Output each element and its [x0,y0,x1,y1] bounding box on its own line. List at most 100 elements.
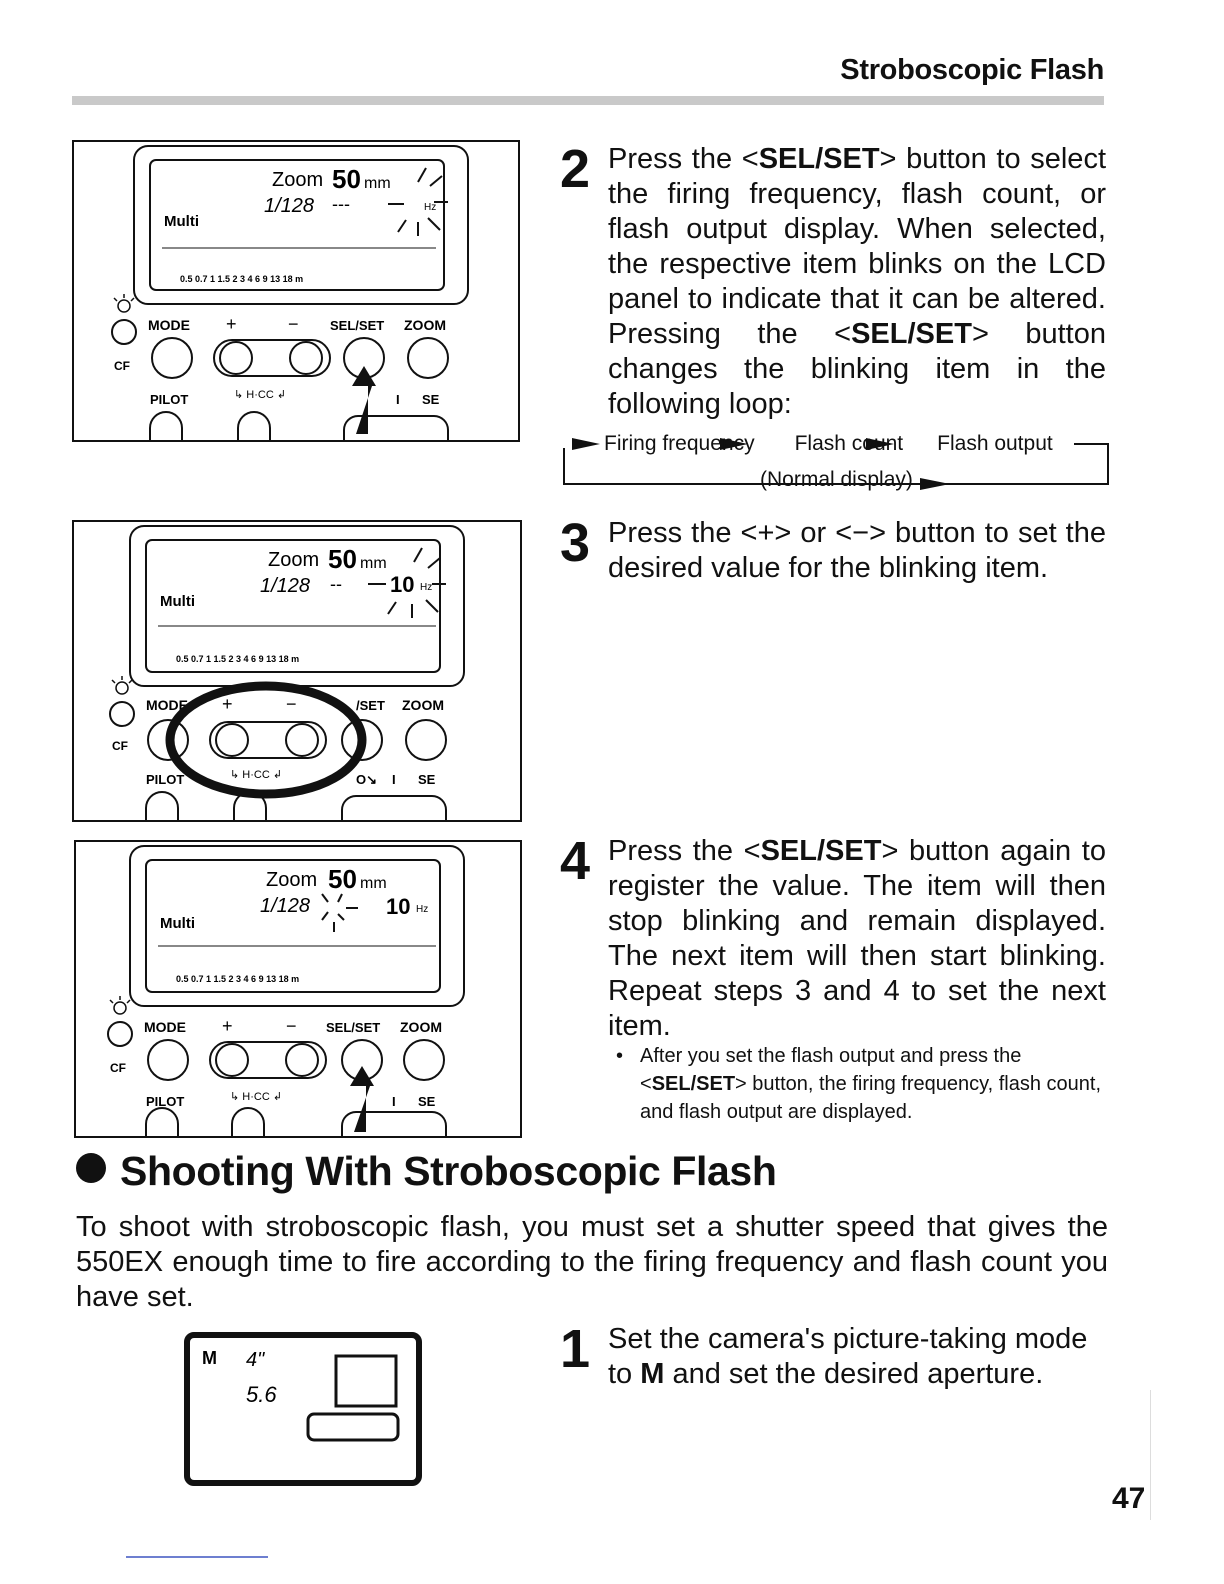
pilot-button[interactable] [145,1107,179,1136]
mode-button-label: MODE [148,317,190,333]
selset-button-label: SEL/SET [326,1020,380,1035]
lcd-distance-scale: 0.5 0.7 1 1.5 2 3 4 6 9 13 18 m [176,654,299,664]
blink-indicator [388,167,448,236]
flash-panel-2: Zoom 50 mm 1/128 -- 10 Hz Multi 0.5 0.7 … [72,520,522,822]
step-text: Press the <SEL/SET> button to select the… [608,143,1106,420]
power-switch[interactable] [343,415,449,440]
focus-assist-icon [111,676,133,695]
section-intro: To shoot with stroboscopic flash, you mu… [76,1211,1108,1313]
step-number: 3 [560,513,591,573]
high-speed-icon: ↳ H·CC ↲ [230,1091,282,1103]
viewfinder-display: M 4" 5.6 [184,1332,422,1486]
minus-button-label: − [286,1016,297,1036]
zoom-button[interactable] [405,719,447,761]
vf-aperture: 5.6 [246,1382,277,1407]
lcd-mode-label: Multi [164,213,199,230]
zoom-button-label: ZOOM [402,697,444,713]
pilot-button[interactable] [145,791,179,820]
vf-af-frame [334,1354,398,1408]
pilot-label: PILOT [146,1094,184,1109]
save-energy-label: SE [422,392,440,407]
plus-button[interactable] [215,723,249,757]
minus-button[interactable] [289,341,323,375]
mode-button[interactable] [151,337,193,379]
lcd-zoom-unit: mm [364,175,391,192]
plus-minus-rocker[interactable] [209,1041,327,1079]
save-energy-label: SE [418,1094,436,1109]
loop-normal-display: (Normal display) [760,468,913,491]
header-rule [72,96,1104,105]
cf-indicator [107,1021,133,1047]
lcd-distance-scale: 0.5 0.7 1 1.5 2 3 4 6 9 13 18 m [180,274,303,284]
plus-button-label: + [222,1016,233,1036]
blink-indicator [368,547,446,618]
power-on-label: I [396,392,400,407]
mode-button[interactable] [147,1039,189,1081]
bullet-dot-icon [76,1153,106,1183]
step-text: Press the <+> or <−> button to set the d… [608,517,1106,584]
lcd-ratio: 1/128 [260,895,310,917]
step-4-note: • After you set the flash output and pre… [616,1042,1108,1126]
pilot-label: PILOT [146,772,184,787]
power-switch[interactable] [341,795,447,820]
plus-button[interactable] [219,341,253,375]
lcd-zoom-label: Zoom [268,549,319,571]
running-header: Stroboscopic Flash [840,54,1104,86]
step-text: Press the <SEL/SET> button again to regi… [608,835,1106,1042]
blink-indicator [321,893,358,932]
high-speed-icon: ↳ H·CC ↲ [234,389,286,401]
lcd-zoom-label: Zoom [266,869,317,891]
step-text: Set the camera's picture-taking mode to … [608,1323,1088,1390]
lcd-zoom-unit: mm [360,555,387,572]
lcd-hz-unit: Hz [420,582,432,593]
zoom-button-label: ZOOM [404,317,446,333]
high-speed-icon: ↳ H·CC ↲ [230,769,282,781]
lcd-zoom-value: 50 [328,544,357,574]
page-number: 47 [1112,1482,1146,1515]
selset-button-label: /SET [356,698,385,713]
selset-button[interactable] [341,719,383,761]
high-speed-button[interactable] [237,411,271,440]
lcd-zoom-value: 50 [332,164,361,194]
zoom-button[interactable] [407,337,449,379]
focus-assist-icon [109,996,131,1015]
minus-button[interactable] [285,1043,319,1077]
highlight-circle [165,681,367,799]
lcd-hz-unit: Hz [416,904,428,915]
cf-label: CF [114,359,130,373]
step-number: 2 [560,139,591,199]
pointer-arrow [350,1066,374,1132]
vf-shutter: 4" [246,1349,265,1371]
power-on-label: I [392,1094,396,1109]
lcd-mode-label: Multi [160,915,195,932]
lcd-hz-value: 10 [386,894,410,919]
plus-minus-rocker[interactable] [213,339,331,377]
section-title: Shooting With Stroboscopic Flash [76,1148,777,1195]
mode-button-label: MODE [144,1019,186,1035]
pilot-o-icon: O↘ [356,772,377,787]
power-on-label: I [392,772,396,787]
mode-button[interactable] [147,719,189,761]
high-speed-button[interactable] [231,1107,265,1136]
plus-button[interactable] [215,1043,249,1077]
lcd-zoom-unit: mm [360,875,387,892]
save-energy-label: SE [418,772,436,787]
step-number: 4 [560,831,591,891]
flash-panel-1: Zoom 50 mm 1/128 --- Hz Multi 0.5 0.7 1 … [72,140,520,442]
power-switch[interactable] [341,1111,447,1136]
margin-line [1150,1390,1151,1520]
lcd-distance-scale: 0.5 0.7 1 1.5 2 3 4 6 9 13 18 m [176,974,299,984]
cf-indicator [111,319,137,345]
lcd-dashes: -- [330,574,342,594]
vf-exposure-scale [306,1412,400,1442]
minus-button-label: − [286,694,297,714]
lcd-mode-label: Multi [160,593,195,610]
step-number: 1 [560,1319,591,1379]
zoom-button[interactable] [403,1039,445,1081]
minus-button[interactable] [285,723,319,757]
cf-label: CF [112,739,128,753]
pilot-button[interactable] [149,411,183,440]
plus-minus-rocker[interactable] [209,721,327,759]
lcd-zoom-value: 50 [328,864,357,894]
